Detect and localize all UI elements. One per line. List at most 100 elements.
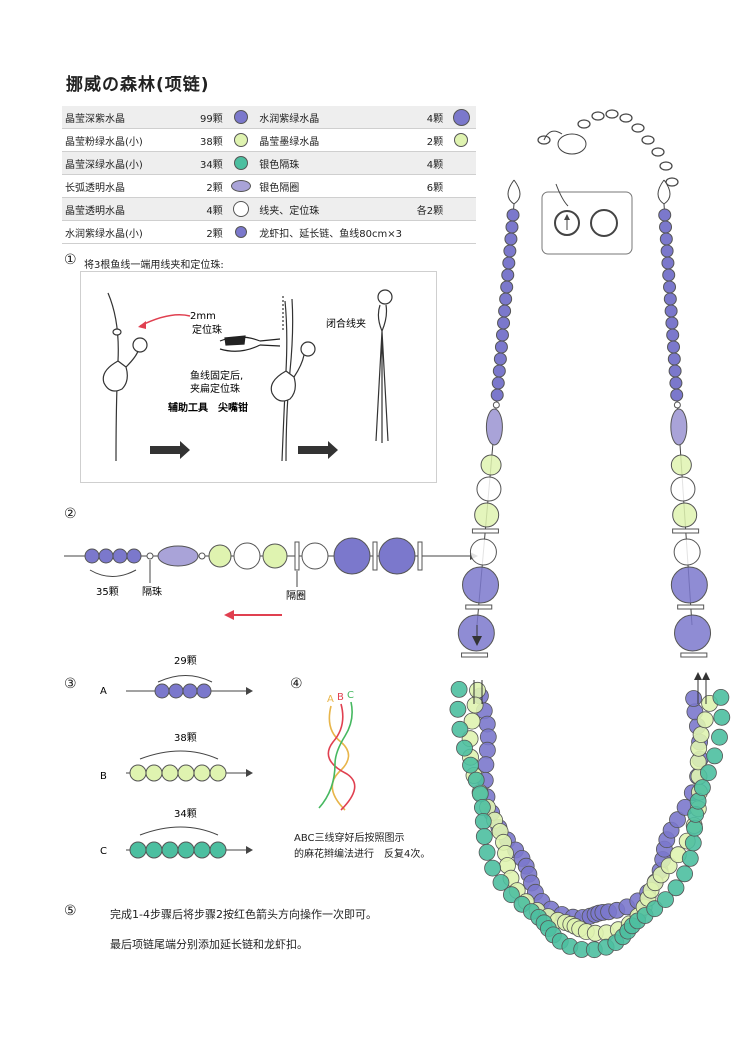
bead-spacer	[492, 401, 500, 409]
material-qty: 99颗	[185, 106, 226, 129]
bead	[670, 454, 692, 476]
label-fixed-2: 夹扁定位珠	[190, 382, 240, 395]
chain-link	[619, 113, 633, 123]
bead-purple	[660, 244, 674, 258]
crimp-clasp-drawing-1	[102, 292, 148, 462]
chain-link	[591, 111, 605, 121]
spacer-ring	[372, 541, 378, 571]
bead-purple	[493, 352, 507, 366]
necklace-right-strand	[657, 179, 712, 658]
bead-spacer	[198, 552, 206, 560]
braid-bead	[478, 843, 496, 861]
bead	[673, 538, 701, 566]
braid-bead	[503, 886, 520, 904]
braid-bead	[474, 812, 492, 830]
braid-letter-b: B	[337, 692, 344, 703]
spacer-ring	[294, 541, 300, 571]
material-swatch	[446, 174, 476, 198]
bead-purple	[500, 280, 514, 294]
material-row: 水润紫绿水晶(小)2颗龙虾扣、延长链、鱼线80cm×3	[62, 220, 476, 244]
step4-number: ④	[290, 676, 303, 692]
label-spacer: 隔珠	[142, 585, 162, 598]
material-name: 晶莹透明水晶	[62, 197, 186, 221]
step5-number: ⑤	[64, 903, 77, 919]
braid-bead	[475, 828, 493, 845]
braid-drawing: A B C	[318, 690, 356, 811]
bead	[670, 476, 696, 502]
braid-bead	[684, 834, 702, 852]
bead-purple	[492, 364, 506, 378]
strand-b-count: 38颗	[174, 732, 197, 744]
up-arrow-icon	[702, 672, 710, 680]
bead-purple	[658, 208, 672, 222]
bead-swatch-icon	[230, 180, 251, 192]
material-qty: 4颗	[185, 197, 226, 221]
material-qty: 4颗	[404, 106, 447, 129]
bead-purple	[494, 340, 508, 354]
label-ring: 隔圈	[286, 590, 306, 602]
bead	[457, 614, 495, 652]
material-swatch	[225, 151, 257, 175]
step1-text: 将3根鱼线一端用线夹和定位珠:	[84, 260, 224, 271]
spacer-ring	[461, 652, 489, 658]
bead-purple	[126, 548, 142, 564]
braid-bead	[669, 811, 686, 829]
material-name: 晶莹深绿水晶(小)	[62, 151, 186, 175]
material-name: 银色隔珠	[256, 151, 405, 175]
step3-number: ③	[64, 676, 77, 692]
bead-swatch-icon	[233, 110, 248, 124]
bead-swatch-icon	[454, 133, 469, 147]
strand-c-count: 34颗	[174, 808, 197, 820]
chain-link	[605, 109, 619, 119]
material-swatch	[225, 128, 257, 152]
chain-link	[659, 161, 673, 171]
necklace-left-strand	[457, 179, 521, 658]
bead-clear	[233, 542, 261, 570]
material-name: 晶莹墨绿水晶	[256, 128, 405, 152]
bead	[476, 476, 502, 502]
crimp-clasp-drawing-3	[375, 289, 393, 443]
braid-bead	[712, 688, 730, 706]
braid-bead	[492, 874, 510, 891]
material-swatch	[225, 197, 257, 221]
braid-bead	[667, 879, 685, 897]
material-qty: 34颗	[185, 151, 226, 175]
braid-bead	[451, 720, 469, 738]
braid-bead	[693, 779, 711, 796]
braid-bead	[462, 756, 479, 774]
bead-purple	[663, 280, 677, 294]
material-swatch	[446, 106, 476, 129]
bead-purple	[495, 328, 509, 342]
bead-purple	[506, 208, 520, 222]
spacer-ring	[417, 541, 423, 571]
braid-bead	[456, 739, 473, 757]
material-name: 银色隔圈	[256, 174, 405, 198]
necklace-upper-drawing	[457, 109, 712, 658]
arrow-right-1-icon	[150, 441, 190, 459]
bead-purple	[84, 548, 100, 564]
material-swatch	[225, 220, 257, 244]
braid-bead	[657, 891, 674, 909]
bead-purple	[491, 376, 505, 390]
bead	[672, 502, 698, 528]
bead-purple	[502, 256, 516, 270]
bead-purple	[661, 256, 675, 270]
chain-link	[577, 119, 591, 129]
braid-letter-a: A	[327, 694, 334, 705]
material-qty: 4颗	[404, 151, 447, 175]
braid-bead	[450, 680, 468, 698]
material-swatch	[446, 220, 476, 244]
bead	[462, 566, 500, 604]
chain-link	[651, 147, 665, 157]
step2-number: ②	[64, 506, 77, 522]
braid-bead	[676, 865, 694, 883]
step3-strands: A 29颗 B 38颗 C 34颗	[100, 655, 253, 859]
bead-purple	[505, 220, 519, 234]
spacer-ring	[680, 652, 708, 658]
bead-purple-large	[333, 537, 371, 575]
crimp-clasp	[657, 179, 671, 205]
material-qty	[404, 220, 447, 244]
red-direction-arrowhead	[224, 610, 234, 620]
